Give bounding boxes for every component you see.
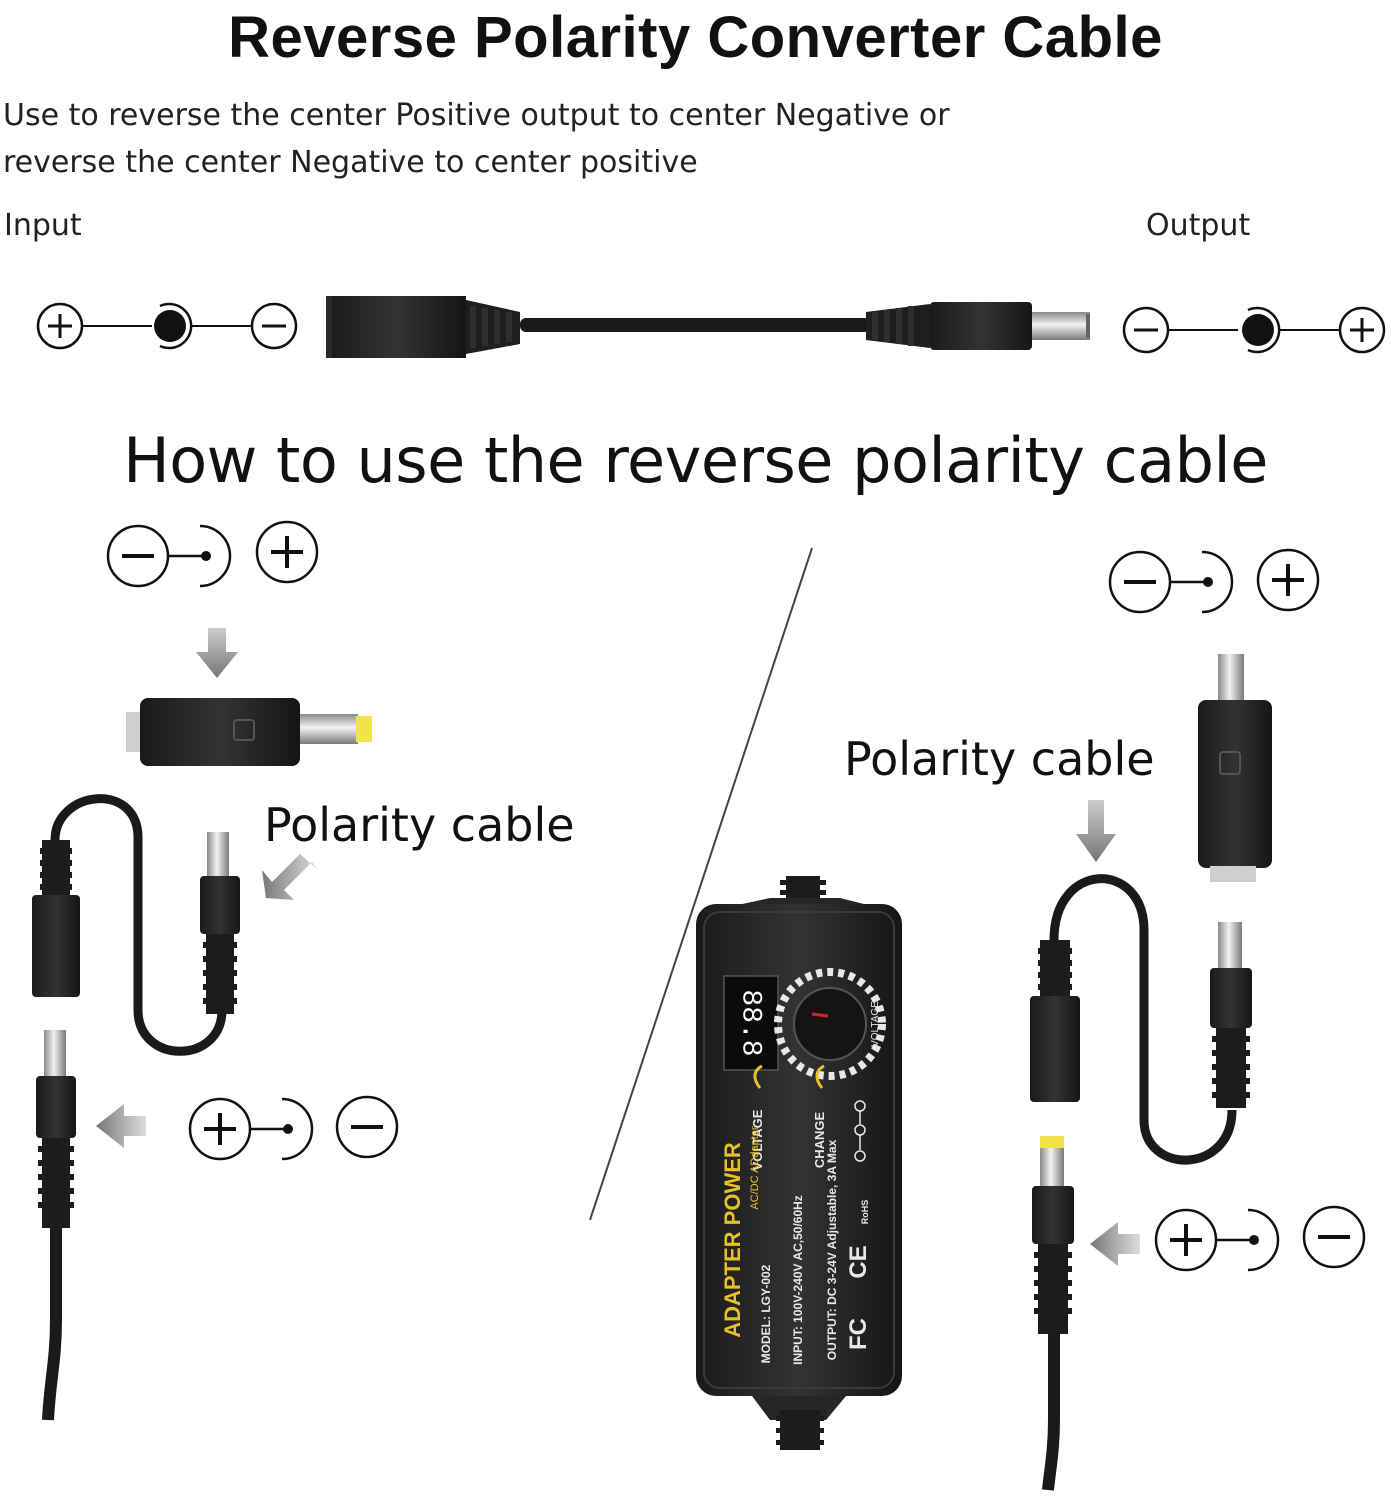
curved-arrow-icon [815,1064,825,1089]
right-top-polarity-symbol [1108,548,1320,614]
adapter-type: AC/DC ADdapter [749,1126,761,1209]
center-dot-icon [1201,550,1234,614]
minus-icon [250,302,298,350]
description-line-2: reverse the center Negative to center po… [3,145,698,180]
right-bottom-polarity-symbol [1154,1205,1366,1272]
right-callout-label: Polarity cable [844,732,1155,786]
center-dot-icon [199,524,232,588]
minus-icon [335,1095,399,1159]
adapter-power-supply: 88.8 VOLTAGE VOLTAGE CHANGE ADAPTER POWE… [696,876,902,1450]
page-title: Reverse Polarity Converter Cable [228,5,1163,70]
rohs-mark: RoHS [860,1200,870,1225]
right-polarity-cable-photo [1030,874,1252,1165]
minus-icon [1122,306,1170,354]
left-power-plug-photo [36,1030,76,1421]
left-arrow-icon [96,1104,146,1148]
adapter-polarity-icon [854,1100,866,1162]
polarity-cable-photo [326,296,1090,358]
minus-icon [1108,550,1172,614]
left-arrow-icon [1090,1222,1140,1266]
center-dot-icon [1242,306,1281,354]
center-dot-icon [1247,1208,1280,1272]
down-arrow-icon [1076,800,1116,862]
ce-mark: CE [845,1245,872,1278]
led-display [723,975,779,1071]
plus-icon [36,302,84,350]
adapter-output-spec: OUTPUT: DC 3-24V Adjustable, 3A Max [825,1139,839,1360]
left-polarity-cable-photo [32,794,240,1056]
curved-arrow-icon [753,1064,763,1089]
minus-icon [1302,1205,1366,1269]
plus-icon [1154,1208,1218,1272]
input-polarity-symbol [36,302,298,350]
plus-icon [1338,306,1386,354]
diagonal-divider [589,547,813,1221]
left-bottom-polarity-symbol [188,1095,399,1161]
left-callout-label: Polarity cable [264,798,575,852]
plus-icon [188,1097,252,1161]
right-power-plug-photo [1032,1136,1074,1491]
change-label: CHANGE [812,1112,827,1169]
right-adapter-tip-photo [1198,654,1272,882]
minus-icon [106,524,170,588]
adapter-input-spec: INPUT: 100V-240V AC,50/60Hz [791,1195,805,1365]
led-display-text: 88.8 [735,989,766,1056]
down-arrow-icon [196,628,238,678]
fc-mark: FC [845,1318,872,1350]
plus-icon [255,520,319,584]
center-dot-icon [154,302,193,350]
adapter-brand: ADAPTER POWER [720,1142,745,1338]
input-label: Input [4,208,82,243]
output-polarity-symbol [1122,306,1386,354]
dial-label: VOLTAGE [870,1001,881,1047]
description: Use to reverse the center Positive outpu… [3,92,1003,186]
voltage-label: VOLTAGE [750,1109,765,1170]
voltage-dial-knob[interactable] [793,987,867,1061]
description-line-1: Use to reverse the center Positive outpu… [3,98,950,133]
diagonal-arrow-icon [262,854,318,900]
plus-icon [1256,548,1320,612]
output-label: Output [1146,208,1251,243]
left-top-polarity-symbol [106,520,319,588]
adapter-model: MODEL: LGY-002 [759,1264,773,1363]
left-adapter-tip-photo [126,698,372,766]
section-title: How to use the reverse polarity cable [123,424,1268,497]
center-dot-icon [281,1097,314,1161]
dial-scale [774,968,886,1080]
